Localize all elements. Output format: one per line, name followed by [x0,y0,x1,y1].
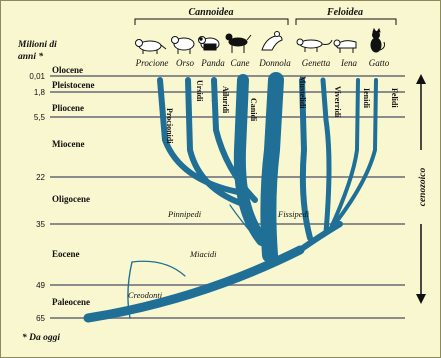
family-label: Ienidi [362,88,371,109]
species-label: Iena [340,58,357,68]
family-label: Canidi [249,98,258,122]
time-tick: 49 [36,281,45,290]
footnote: * Da oggi [22,332,60,343]
phylogenetic-branches [88,80,376,318]
time-tick: 65 [36,314,45,323]
annotation-creodonti: Creodonti [128,290,163,300]
group-bracket-feloidea: Feloidea [296,7,396,25]
group-bracket-canoidea: Cannoidea [135,7,288,25]
time-tick: 0,01 [29,72,45,81]
time-ticks: 0,01 1,8 5,5 22 35 49 65 [29,72,45,323]
family-label: Mustelidi [298,76,307,109]
species-label: Orso [176,58,195,68]
cane-icon [226,34,251,53]
genetta-icon [297,39,332,52]
species-label: Gatto [369,58,390,68]
time-tick: 35 [36,220,45,229]
procione-icon [136,40,167,55]
species-label: Panda [200,58,225,68]
family-label: Ailuridi [221,86,230,114]
epoch-label: Eocene [52,249,80,259]
species-labels: Procione Orso Panda Cane Donnola Genetta… [135,58,390,68]
species-label: Cane [231,58,250,68]
species-label: Procione [135,58,169,68]
epoch-labels: Olocene Pleistocene Pliocene Miocene Oli… [52,65,94,307]
time-tick: 22 [36,173,45,182]
annotation-miacidi: Miacidi [189,249,217,259]
epoch-label: Miocene [52,139,84,149]
axis-title-line1: Milioni di [17,40,57,50]
epoch-label: Pleistocene [52,80,94,90]
species-label: Donnola [258,58,291,68]
time-tick: 1,8 [34,88,46,97]
family-label: Ursidi [195,80,204,102]
family-label: Felidi [390,88,399,108]
donnola-icon [262,32,282,51]
iena-icon [334,40,356,53]
panda-icon [199,37,220,51]
family-label: Procionidi [165,108,174,144]
annotation-fissipedi: Fissipedi [277,209,310,219]
gatto-icon [371,29,385,52]
era-label: cenozoico [418,167,428,206]
annotation-pinnipedi: Pinnipedi [167,209,202,219]
axis-title-line2: anni * [18,51,43,62]
epoch-label: Pliocene [52,103,84,113]
orso-icon [172,37,195,55]
time-tick: 5,5 [34,113,46,122]
species-label: Genetta [302,58,331,68]
epoch-label: Paleocene [52,297,90,307]
family-label: Viverridi [333,86,342,118]
group-label-canoidea: Cannoidea [188,7,233,18]
group-label-feloidea: Feloidea [326,7,363,18]
epoch-label: Oligocene [52,194,90,204]
epoch-label: Olocene [52,65,83,75]
